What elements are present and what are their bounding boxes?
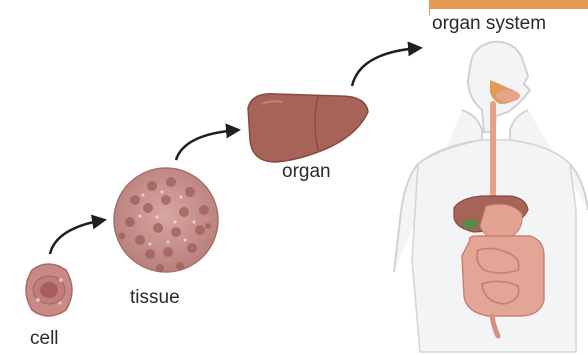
arrow-cell-to-tissue	[50, 220, 104, 254]
liver-illustration	[248, 94, 368, 162]
cell-illustration	[26, 264, 72, 316]
label-cell: cell	[30, 329, 59, 348]
label-organ: organ	[282, 162, 331, 181]
label-tissue: tissue	[130, 288, 180, 307]
tissue-illustration	[114, 168, 218, 272]
arrow-tissue-to-organ	[176, 130, 238, 160]
label-organ-system: organ system	[432, 14, 546, 33]
digestive-system-illustration	[394, 42, 588, 352]
arrow-organ-to-system	[352, 48, 420, 86]
